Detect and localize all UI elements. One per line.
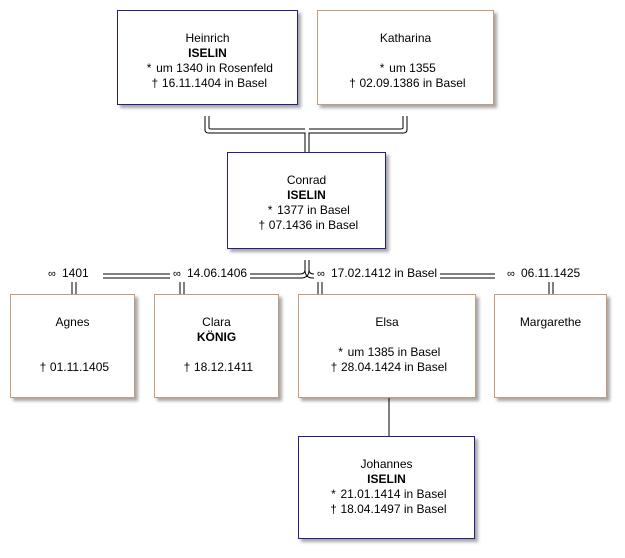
parent-connector [204,116,306,155]
death-symbol: † [330,360,338,374]
death-symbol: † [39,360,47,374]
surname: ISELIN [367,472,406,486]
birth-symbol: * [331,487,336,501]
given-name: Heinrich [185,31,230,45]
marriage-label-elsa: ∞ 17.02.1412 in Basel [314,266,441,280]
marriage-label-clara: ∞ 14.06.1406 [170,266,251,280]
given-name: Agnes [55,315,90,329]
marriage-date: 06.11.1425 [521,266,581,280]
surname: ISELIN [188,46,227,60]
person-box-johannes[interactable]: Johannes ISELIN * 21.01.1414 in Basel †18… [298,436,475,539]
marriage-date: 1401 [62,266,89,280]
spouse-drop [548,282,554,294]
spouse-connector [308,269,495,275]
person-box-conrad[interactable]: Conrad ISELIN * 1377 in Basel †07.1436 in… [227,152,386,249]
person-box-katharina[interactable]: Katharina * um 1355 †02.09.1386 in Basel [317,10,494,105]
person-box-heinrich[interactable]: Heinrich ISELIN * um 1340 in Rosenfeld †1… [117,10,298,105]
marriage-label-margarethe: ∞ 06.11.1425 [504,266,584,280]
person-box-elsa[interactable]: Elsa * um 1385 in Basel †28.04.1424 in Ba… [298,294,476,398]
birth-info: um 1340 in Rosenfeld [156,61,273,75]
death-info: 16.11.1404 in Basel [161,76,268,90]
parent-connector [309,116,404,130]
parent-connector [308,116,408,155]
death-symbol: † [330,502,337,516]
person-box-agnes[interactable]: Agnes †01.11.1405 [10,294,135,398]
marriage-label-agnes: ∞ 1401 [45,266,92,280]
given-name: Elsa [375,315,399,329]
birth-symbol: * [267,203,273,217]
marriage-date: 14.06.1406 [187,266,248,280]
birth-info: 1377 in Basel [277,203,350,217]
marriage-symbol: ∞ [507,268,515,280]
spouse-drop [179,282,185,294]
person-box-margarethe[interactable]: Margarethe [494,294,607,398]
surname: KÖNIG [196,330,237,344]
person-box-clara[interactable]: Clara KÖNIG †18.12.1411 [154,294,279,398]
death-symbol: † [349,76,356,90]
given-name: Conrad [286,173,327,187]
birth-info: um 1355 [389,61,436,75]
birth-symbol: * [379,61,385,75]
spouse-connector [304,269,495,279]
birth-info: 21.01.1414 in Basel [340,487,447,501]
given-name: Johannes [360,457,413,471]
given-name: Katharina [379,31,432,45]
given-name: Clara [202,315,231,329]
birth-symbol: * [146,61,152,75]
marriage-symbol: ∞ [173,268,181,280]
death-info: 07.1436 in Basel [268,218,359,232]
death-info: 18.04.1497 in Basel [340,502,447,516]
death-info: 28.04.1424 in Basel [340,360,448,374]
death-symbol: † [151,76,159,90]
marriage-date: 17.02.1412 in Basel [331,266,438,280]
death-info: 01.11.1405 [49,360,110,374]
spouse-drop [71,282,77,294]
death-symbol: † [258,218,266,232]
marriage-symbol: ∞ [317,268,325,280]
parent-connector [208,116,305,130]
spouse-drop [317,282,323,294]
marriage-symbol: ∞ [48,268,56,280]
death-symbol: † [183,360,191,374]
death-info: 02.09.1386 in Basel [359,76,466,90]
death-info: 18.12.1411 [193,360,254,374]
surname: ISELIN [287,188,326,202]
birth-symbol: * [338,345,343,359]
given-name: Margarethe [519,315,582,329]
birth-info: um 1385 in Basel [347,345,441,359]
